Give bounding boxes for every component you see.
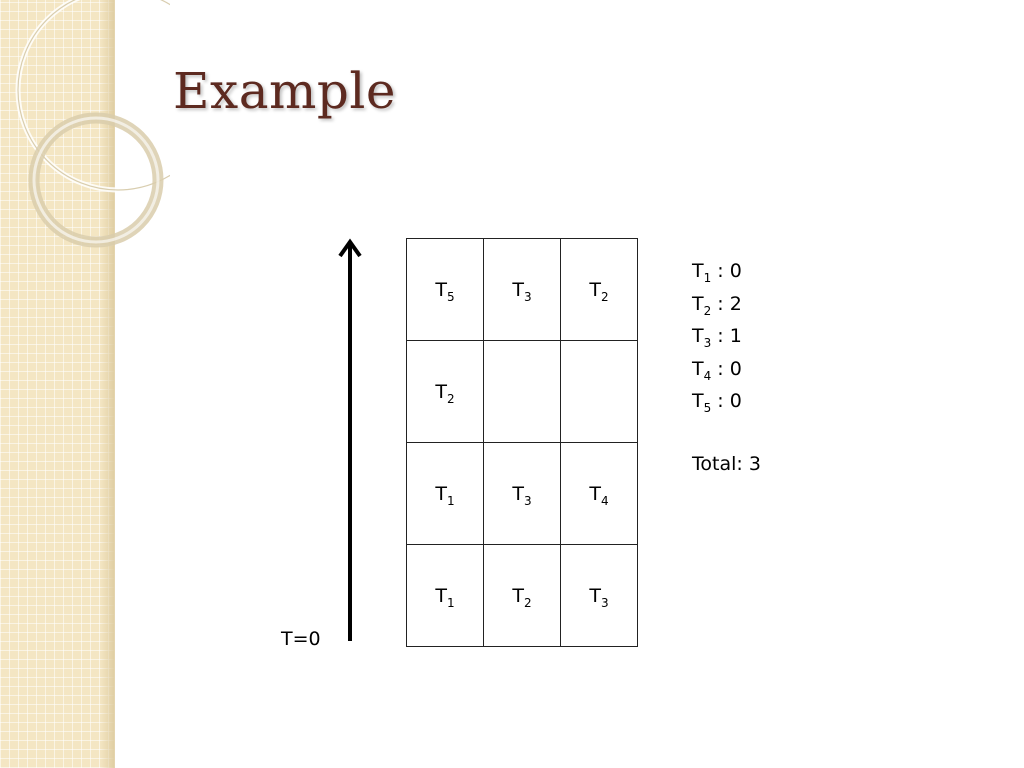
cell-task-label: T bbox=[512, 584, 524, 607]
grid-cell: T1 bbox=[406, 544, 484, 647]
grid-cell: T3 bbox=[483, 238, 561, 341]
time-arrow-head-icon bbox=[338, 238, 362, 258]
cell-task-label: T bbox=[512, 278, 524, 301]
count-task-label: T bbox=[692, 390, 704, 412]
cell-task-subscript: 3 bbox=[523, 493, 532, 508]
cell-task-subscript: 3 bbox=[600, 595, 609, 610]
grid-row: T2 bbox=[406, 340, 638, 443]
count-task-subscript: 3 bbox=[703, 336, 712, 350]
count-line: T2 : 2 bbox=[692, 289, 761, 322]
cell-task-label: T bbox=[589, 278, 601, 301]
grid-cell: T2 bbox=[560, 238, 638, 341]
count-task-label: T bbox=[692, 260, 704, 282]
count-task-label: T bbox=[692, 357, 704, 380]
grid-cell: T5 bbox=[406, 238, 484, 341]
grid-cell: T3 bbox=[483, 442, 561, 545]
cell-task-subscript: 3 bbox=[523, 289, 532, 304]
count-task-subscript: 4 bbox=[703, 368, 712, 383]
count-value: : 0 bbox=[711, 260, 742, 282]
grid-cell: T2 bbox=[406, 340, 484, 443]
cell-task-subscript: 5 bbox=[446, 289, 455, 304]
slide-title: Example bbox=[173, 62, 397, 120]
count-value: : 0 bbox=[711, 357, 742, 380]
grid-cell: T3 bbox=[560, 544, 638, 647]
cell-task-subscript: 1 bbox=[446, 493, 455, 508]
time-arrow bbox=[338, 238, 362, 641]
cell-task-subscript: 2 bbox=[446, 391, 455, 406]
cell-task-label: T bbox=[435, 584, 447, 607]
cell-task-label: T bbox=[435, 278, 447, 301]
count-value: : 1 bbox=[711, 325, 742, 347]
count-task-label: T bbox=[692, 292, 704, 315]
cell-task-label: T bbox=[589, 584, 601, 607]
cell-task-subscript: 1 bbox=[446, 595, 455, 610]
grid-cell bbox=[483, 340, 561, 443]
count-line: T5 : 0 bbox=[692, 386, 761, 419]
time-zero-label: T=0 bbox=[281, 628, 321, 650]
grid-cell: T1 bbox=[406, 442, 484, 545]
count-task-subscript: 2 bbox=[703, 303, 712, 318]
grid-cell: T2 bbox=[483, 544, 561, 647]
count-task-subscript: 5 bbox=[703, 401, 712, 415]
small-ring-highlight bbox=[32, 116, 160, 244]
decorative-rings bbox=[15, 0, 170, 248]
cell-task-label: T bbox=[589, 482, 601, 505]
cell-task-subscript: 2 bbox=[523, 595, 532, 610]
count-task-label: T bbox=[692, 325, 704, 347]
cell-task-label: T bbox=[435, 380, 447, 403]
count-value: : 0 bbox=[711, 390, 742, 412]
cell-task-subscript: 2 bbox=[600, 289, 609, 304]
grid-cell: T4 bbox=[560, 442, 638, 545]
cell-task-subscript: 4 bbox=[600, 493, 609, 508]
count-line: T3 : 1 bbox=[692, 321, 761, 354]
count-value: : 2 bbox=[711, 292, 742, 315]
cell-task-label: T bbox=[435, 482, 447, 505]
count-task-subscript: 1 bbox=[703, 271, 712, 285]
grid-cell bbox=[560, 340, 638, 443]
count-line: T1 : 0 bbox=[692, 256, 761, 289]
count-line: T4 : 0 bbox=[692, 354, 761, 387]
total-line: Total: 3 bbox=[692, 452, 761, 475]
large-ring-outline bbox=[17, 0, 170, 191]
cell-task-label: T bbox=[512, 482, 524, 505]
